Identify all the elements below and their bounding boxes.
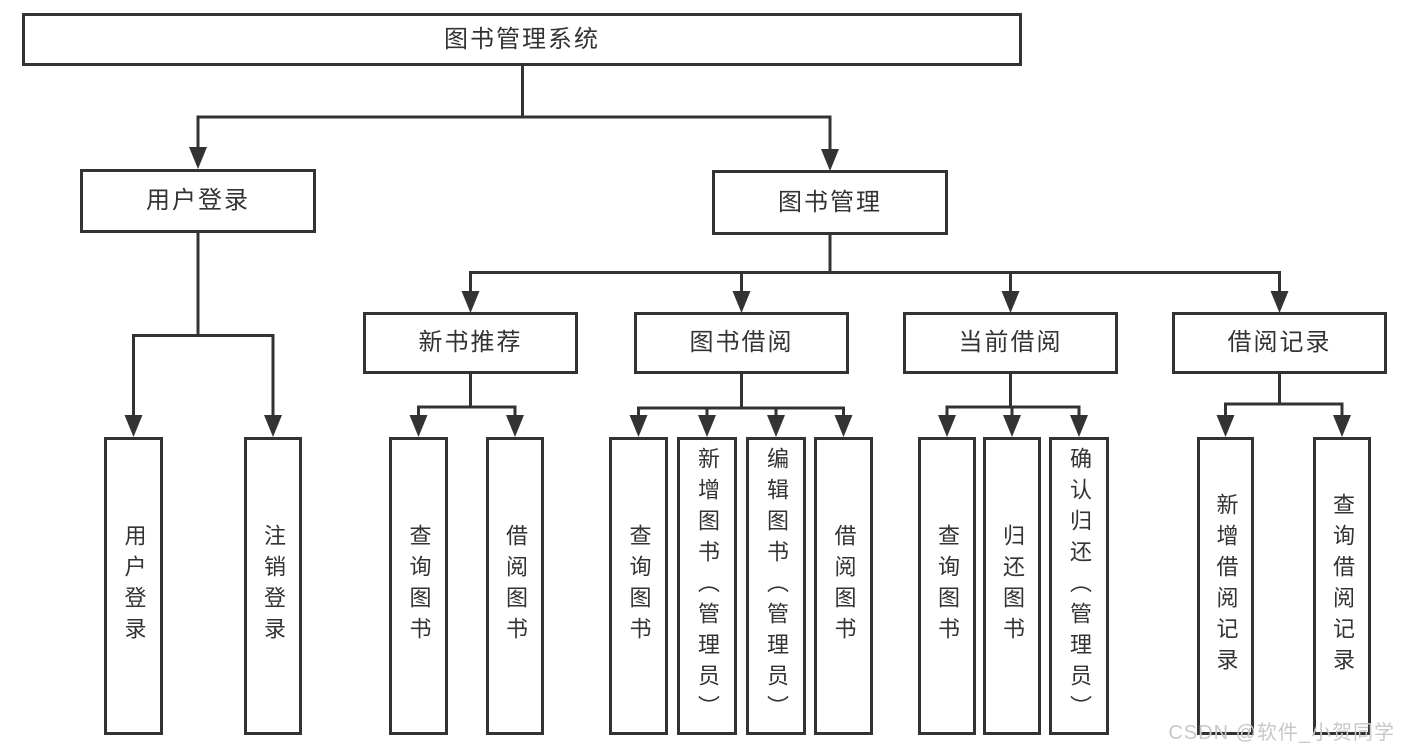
leaf-newbook-borrow-books: 借阅图书 <box>486 437 544 735</box>
leaf-logout: 注销登录 <box>244 437 302 735</box>
node-borrowing-records: 借阅记录 <box>1172 312 1387 374</box>
leaf-current-confirm-return-admin: 确认归还（管理员） <box>1049 437 1109 735</box>
leaf-record-query-borrow-record: 查询借阅记录 <box>1313 437 1371 735</box>
leaf-newbook-query-books: 查询图书 <box>389 437 448 735</box>
leaf-borrowing-borrow-books: 借阅图书 <box>814 437 873 735</box>
leaf-borrowing-add-books-admin: 新增图书（管理员） <box>677 437 737 735</box>
node-new-book-recommendation: 新书推荐 <box>363 312 578 374</box>
csdn-watermark: CSDN @软件_小贺同学 <box>1168 722 1395 744</box>
leaf-current-return-books: 归还图书 <box>983 437 1041 735</box>
node-library-management-system: 图书管理系统 <box>22 13 1022 66</box>
leaf-borrowing-edit-books-admin: 编辑图书（管理员） <box>746 437 806 735</box>
leaf-current-query-books: 查询图书 <box>918 437 976 735</box>
leaf-record-add-borrow-record: 新增借阅记录 <box>1197 437 1254 735</box>
node-book-management-branch: 图书管理 <box>712 170 948 235</box>
node-current-borrowing: 当前借阅 <box>903 312 1118 374</box>
leaf-borrowing-query-books: 查询图书 <box>609 437 668 735</box>
node-user-login-branch: 用户登录 <box>80 169 316 233</box>
leaf-user-login: 用户登录 <box>104 437 163 735</box>
node-book-borrowing: 图书借阅 <box>634 312 849 374</box>
